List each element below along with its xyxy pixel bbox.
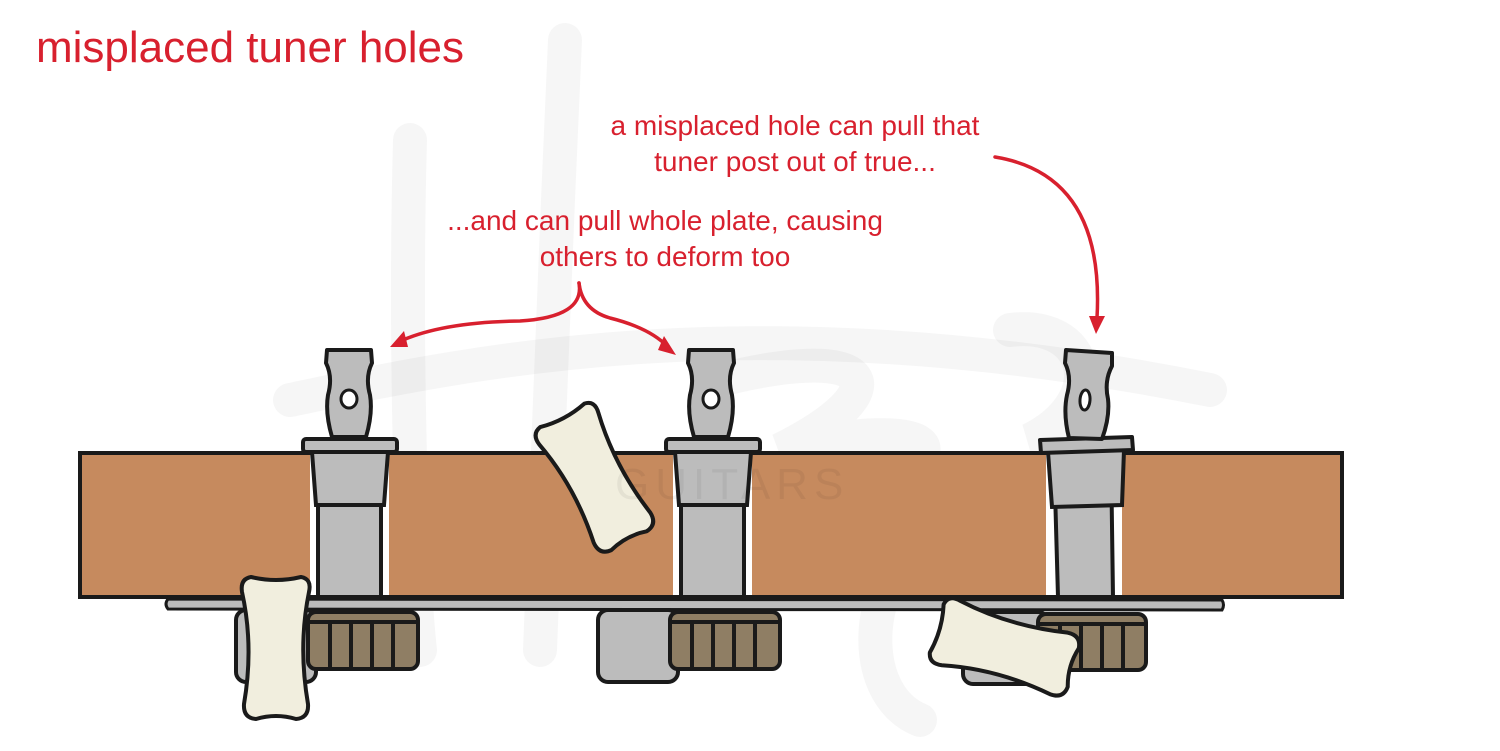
brace-left-branch xyxy=(401,281,582,342)
watermark-text: GUITARS xyxy=(615,460,850,509)
tuner-left-string-hole xyxy=(339,388,359,410)
gear-housing-middle xyxy=(596,608,782,684)
arrowhead-right-tuner xyxy=(1089,316,1105,334)
tuner-middle-washer xyxy=(664,437,762,454)
annotation-plate-line-2: others to deform too xyxy=(539,241,791,272)
tuner-right-bushing xyxy=(1045,447,1127,510)
tuner-middle-string-hole xyxy=(701,388,721,410)
arrow-heads xyxy=(390,316,1105,355)
tuner-plate xyxy=(164,597,1225,612)
tuner-left-bushing xyxy=(309,450,391,507)
arrowhead-left-tuner xyxy=(390,331,408,347)
page-title: misplaced tuner holes xyxy=(36,23,465,72)
annotation-post-line-2: tuner post out of true... xyxy=(654,146,936,177)
tuner-button-left xyxy=(239,575,312,721)
tuner-left-washer xyxy=(301,437,399,454)
tuner-left xyxy=(301,348,399,599)
annotation-plate-line-1: ...and can pull whole plate, causing xyxy=(447,205,883,236)
arrowhead-middle-tuner xyxy=(658,336,676,355)
tuner-middle xyxy=(664,348,762,599)
arrow-to-right-tuner xyxy=(993,155,1100,320)
annotation-post-line-1: a misplaced hole can pull that xyxy=(610,110,980,141)
tuner-button-right xyxy=(927,596,1082,698)
brace-right-branch xyxy=(577,281,670,349)
annotation-plate-pull: ...and can pull whole plate, causing oth… xyxy=(400,203,930,275)
tuner-right-string-hole xyxy=(1078,388,1092,412)
tuner-right xyxy=(1038,348,1135,599)
annotation-arrows xyxy=(401,155,1100,349)
annotation-post-out-of-true: a misplaced hole can pull that tuner pos… xyxy=(560,108,1030,180)
tuner-button-middle xyxy=(533,400,656,554)
